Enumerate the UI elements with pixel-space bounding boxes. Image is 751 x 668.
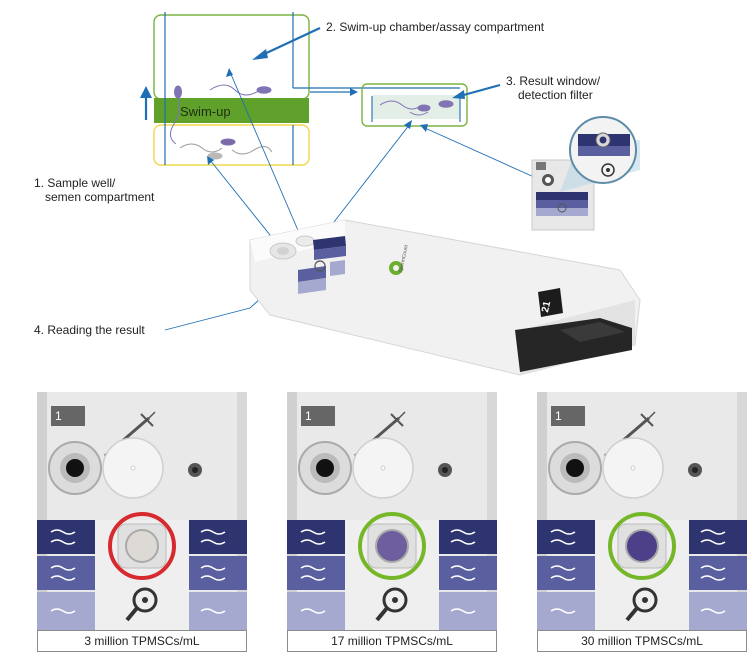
reading-inset [531, 116, 640, 231]
assay-diagram [140, 12, 641, 376]
result-panel: 1 3 million TPMSCs/mL [37, 392, 247, 654]
result-caption: 30 million TPMSCs/mL [537, 630, 747, 652]
label-sample-well-line-1: 1. Sample well/ [34, 176, 116, 190]
magnifier-icon [375, 587, 408, 622]
result-window-frame [361, 83, 468, 127]
label-sample-well-line-2: semen compartment [45, 190, 155, 204]
result-window [125, 529, 159, 563]
result-panel-image [37, 392, 247, 630]
result-ring [608, 512, 676, 580]
label-reading-result: 4. Reading the result [34, 323, 145, 337]
result-ring [358, 512, 426, 580]
compartment-number: 1 [55, 409, 62, 423]
swim-up-band [154, 98, 309, 123]
test-device [249, 219, 641, 376]
result-caption: 17 million TPMSCs/mL [287, 630, 497, 652]
label-result-window-line-1: 3. Result window/ [506, 74, 601, 88]
label-result-window: 3. Result window/ detection filter [506, 74, 600, 102]
result-panel: 1 30 million TPMSCs/mL [537, 392, 747, 654]
sperm-icons [170, 84, 454, 160]
sample-well-frame [153, 124, 310, 166]
result-panel-image [537, 392, 747, 630]
compartment-number: 1 [555, 409, 562, 423]
label-sample-well: 1. Sample well/ semen compartment [34, 176, 154, 204]
swim-up-label: Swim-up [180, 104, 231, 119]
magnifier-icon [125, 587, 158, 622]
result-window [375, 529, 409, 563]
result-panel-image [287, 392, 497, 630]
label-result-window-line-2: detection filter [518, 88, 593, 102]
label-swim-up-chamber: 2. Swim-up chamber/assay compartment [326, 20, 545, 34]
result-panel: 1 17 million TPMSCs/mL [287, 392, 497, 654]
result-caption: 3 million TPMSCs/mL [37, 630, 247, 652]
result-window [625, 529, 659, 563]
magnifier-icon [625, 587, 658, 622]
compartment-number: 1 [305, 409, 312, 423]
result-ring [108, 512, 176, 580]
